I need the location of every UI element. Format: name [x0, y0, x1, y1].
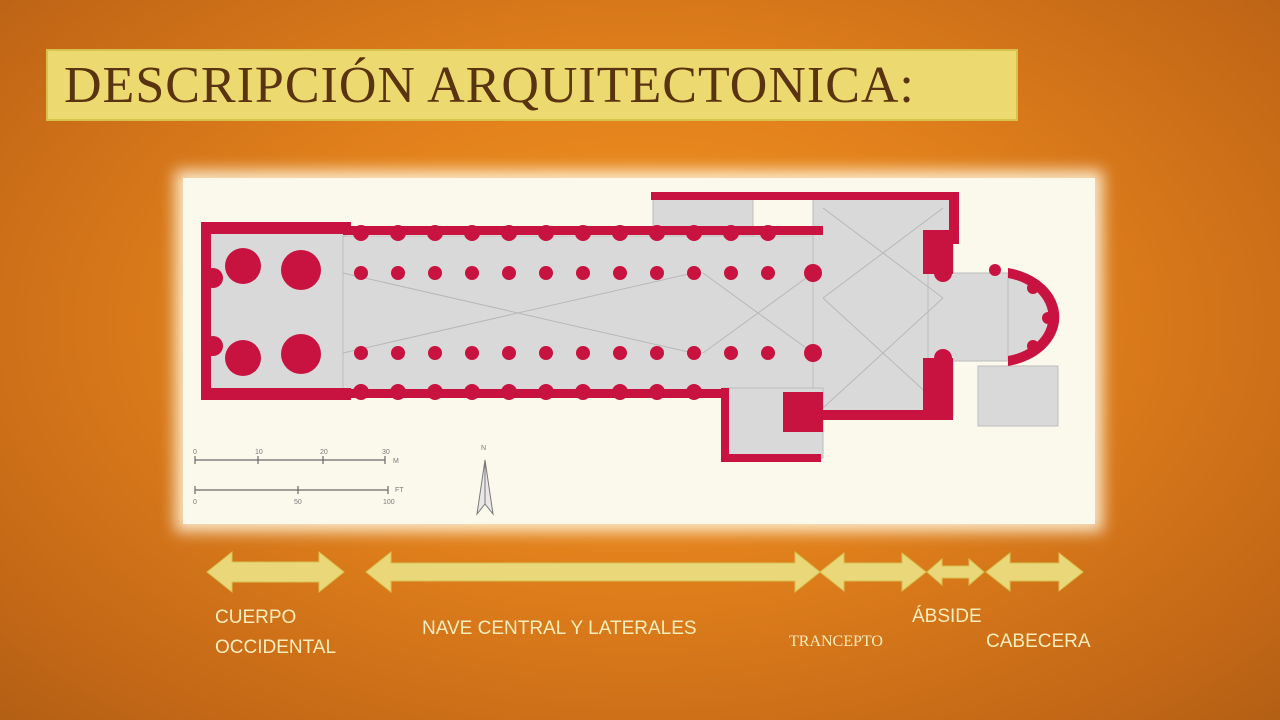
label-cuerpo-line1: CUERPO — [215, 607, 297, 628]
scale-m-unit: M — [393, 458, 399, 465]
plan-walls — [201, 192, 1060, 462]
north-label: N — [481, 445, 486, 452]
north-arrow-icon — [476, 459, 494, 516]
scale-m-tick-0: 0 — [193, 449, 197, 456]
scale-m-tick-3: 30 — [382, 449, 390, 456]
cuerpo-occidental-arrow — [206, 550, 345, 594]
cabecera-arrow — [985, 551, 1084, 593]
transepto-arrow — [819, 551, 927, 593]
nave-arrow — [365, 550, 821, 594]
label-cabecera: CABECERA — [986, 631, 1091, 652]
scale-m-tick-2: 20 — [320, 449, 328, 456]
scale-ft-tick-2: 100 — [383, 499, 395, 506]
label-nave: NAVE CENTRAL Y LATERALES — [422, 618, 697, 639]
title-box: DESCRIPCIÓN ARQUITECTONICA: — [46, 49, 1018, 121]
plan-piers — [353, 225, 1054, 400]
scale-ft-unit: FT — [395, 487, 404, 494]
cathedral-floor-plan: 0 10 20 30 M 0 50 100 FT N — [193, 192, 1060, 516]
scale-ft-tick-0: 0 — [193, 499, 197, 506]
slide-title: DESCRIPCIÓN ARQUITECTONICA: — [64, 57, 915, 114]
scale-m-tick-1: 10 — [255, 449, 263, 456]
label-abside: ÁBSIDE — [912, 606, 982, 627]
label-transepto: TRANCEPTO — [789, 633, 883, 650]
scale-labels: 0 10 20 30 M 0 50 100 FT N — [193, 445, 486, 506]
scale-bar — [194, 456, 389, 494]
abside-arrow — [926, 557, 985, 587]
floor-plan-figure: 0 10 20 30 M 0 50 100 FT N — [183, 178, 1095, 524]
plan-vault-lines — [342, 207, 944, 409]
scale-ft-tick-1: 50 — [294, 499, 302, 506]
label-cuerpo-line2: OCCIDENTAL — [215, 637, 337, 658]
